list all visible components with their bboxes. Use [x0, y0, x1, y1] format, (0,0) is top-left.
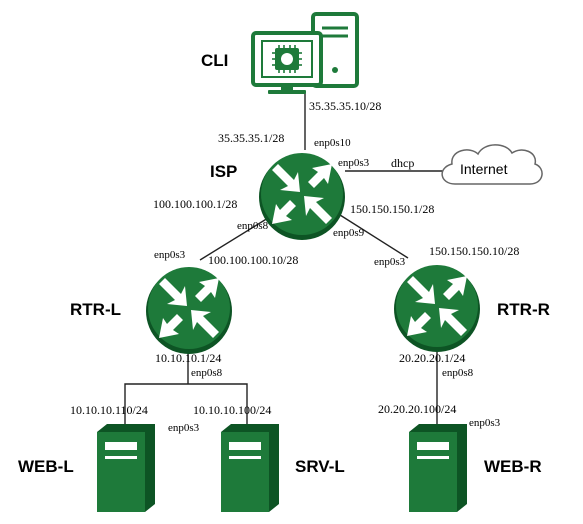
- rtr-l-lan-ip-label: 10.10.10.1/24: [155, 351, 221, 365]
- rtr-r-lan-ip-label: 20.20.20.1/24: [399, 351, 465, 365]
- rtr-r-wan-if-label: enp0s3: [374, 256, 406, 268]
- web-r-if-label: enp0s3: [469, 417, 501, 429]
- address-labels: 35.35.35.10/28 35.35.35.1/28 enp0s10 enp…: [70, 99, 519, 434]
- links: [124, 92, 445, 425]
- internet-node[interactable]: Internet: [441, 144, 543, 185]
- router-icon: [146, 267, 232, 354]
- srv-l-node[interactable]: SRV-L: [221, 424, 345, 512]
- desktop-computer-icon: [251, 12, 359, 94]
- isp-node[interactable]: ISP: [210, 153, 345, 240]
- cli-ip-label: 35.35.35.10/28: [309, 99, 381, 113]
- router-icon: [259, 153, 345, 240]
- isp-cli-if-label: enp0s10: [314, 137, 351, 149]
- cli-node[interactable]: CLI: [201, 12, 359, 94]
- server-tower-icon: [97, 424, 155, 512]
- rtr-r-node[interactable]: RTR-R: [394, 265, 550, 352]
- web-l-label: WEB-L: [18, 457, 74, 476]
- link-isp-rtr-r: [339, 214, 409, 259]
- web-l-if-label: enp0s3: [168, 422, 200, 434]
- rtr-l-wan-if-label: enp0s3: [154, 249, 186, 261]
- rtr-l-wan-ip-label: 100.100.100.10/28: [208, 253, 298, 267]
- cli-label: CLI: [201, 51, 228, 70]
- cloud-icon: [441, 144, 543, 185]
- srv-l-ip-label: 10.10.10.100/24: [193, 403, 271, 417]
- link-isp-rtr-l: [199, 217, 269, 261]
- isp-inet-if-label: enp0s3: [338, 157, 370, 169]
- internet-label: Internet: [460, 161, 508, 177]
- isp-l-ip-label: 100.100.100.1/28: [153, 197, 237, 211]
- web-r-node[interactable]: WEB-R: [409, 424, 542, 512]
- server-tower-icon: [409, 424, 467, 512]
- srv-l-label: SRV-L: [295, 457, 345, 476]
- rtr-l-lan-if-label: enp0s8: [191, 367, 223, 379]
- isp-l-if-label: enp0s8: [237, 220, 269, 232]
- server-tower-icon: [221, 424, 279, 512]
- rtr-l-node[interactable]: RTR-L: [70, 267, 232, 354]
- web-l-ip-label: 10.10.10.110/24: [70, 403, 148, 417]
- isp-r-if-label: enp0s9: [333, 227, 365, 239]
- rtr-r-wan-ip-label: 150.150.150.10/28: [429, 244, 519, 258]
- rtr-r-lan-if-label: enp0s8: [442, 367, 474, 379]
- web-r-label: WEB-R: [484, 457, 542, 476]
- isp-inet-mode-label: dhcp: [391, 156, 414, 170]
- web-l-node[interactable]: WEB-L: [18, 424, 155, 512]
- isp-r-ip-label: 150.150.150.1/28: [350, 202, 434, 216]
- web-r-ip-label: 20.20.20.100/24: [378, 402, 456, 416]
- link-lan-l-bus: [124, 383, 248, 425]
- router-icon: [394, 265, 480, 352]
- isp-label: ISP: [210, 162, 237, 181]
- rtr-l-label: RTR-L: [70, 300, 121, 319]
- isp-cli-ip-label: 35.35.35.1/28: [218, 131, 284, 145]
- rtr-r-label: RTR-R: [497, 300, 550, 319]
